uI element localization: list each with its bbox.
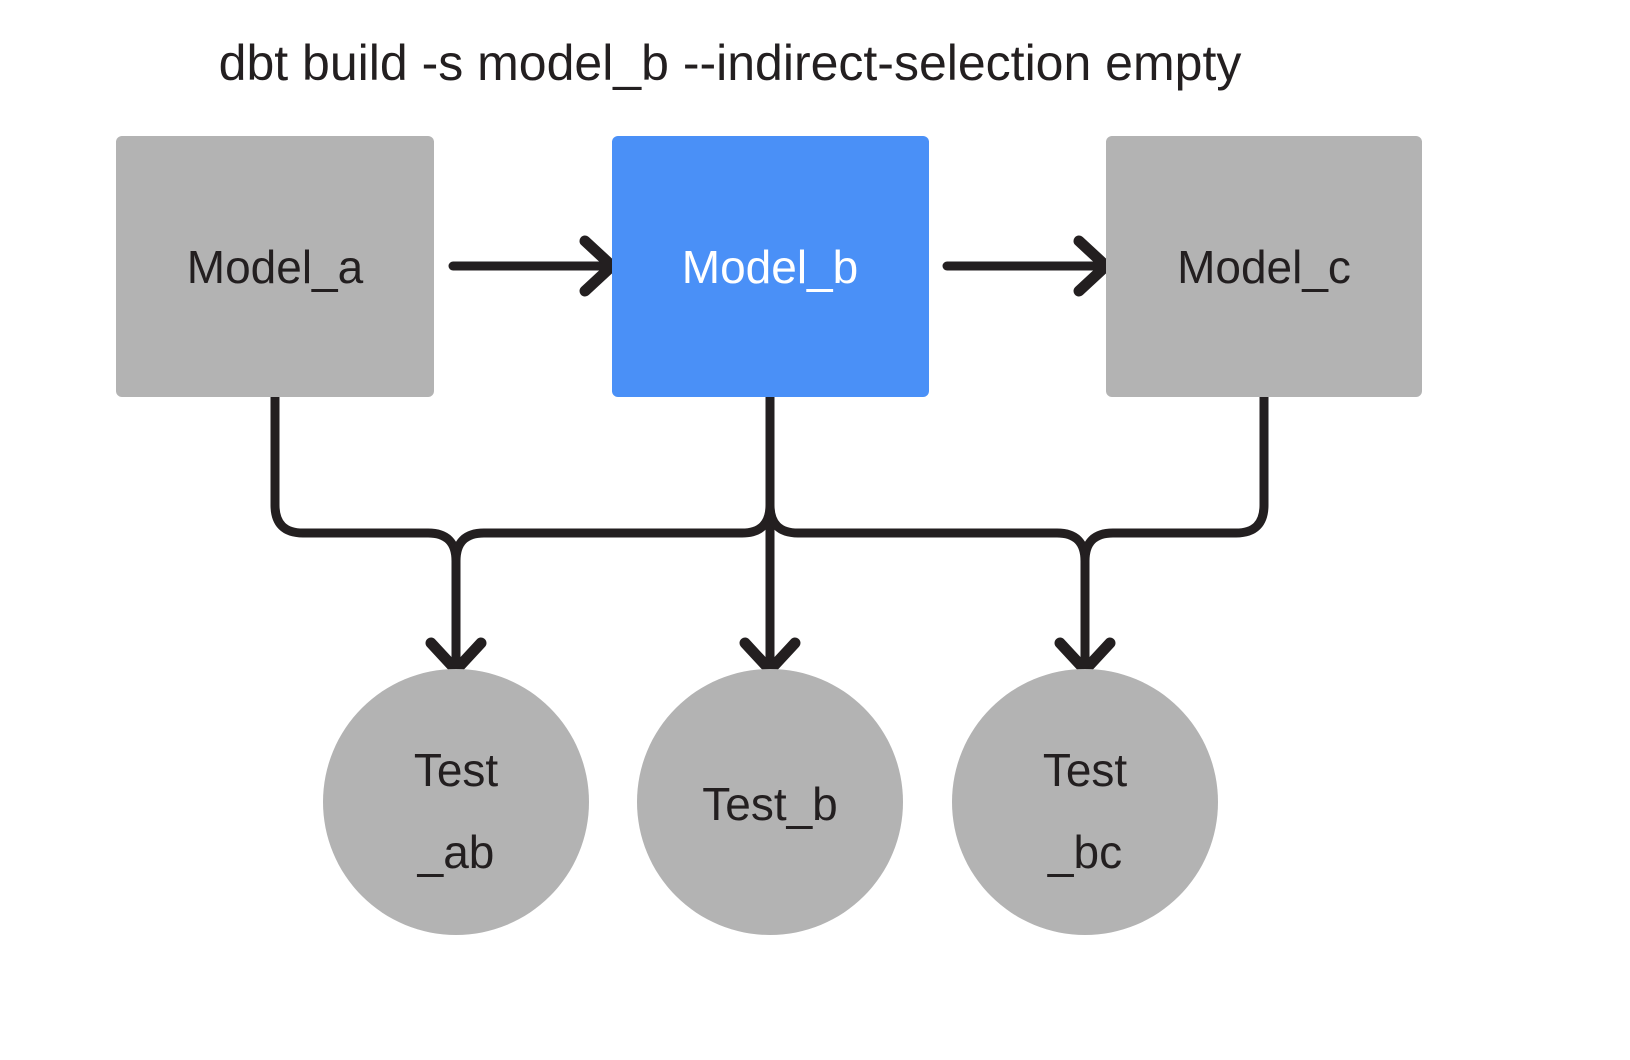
test-ab-label-line1: Test	[414, 744, 499, 796]
test-node-test-ab[interactable]: Test _ab	[323, 669, 589, 935]
edge-line	[451, 392, 775, 669]
model-c-rect[interactable]	[1106, 136, 1422, 397]
model-c-label: Model_c	[1177, 241, 1351, 293]
model-node-model-a[interactable]: Model_a	[116, 136, 434, 397]
test-bc-label-line2: _bc	[1047, 826, 1122, 878]
test-bc-circle[interactable]	[952, 669, 1218, 935]
test-node-test-bc[interactable]: Test _bc	[952, 669, 1218, 935]
edge-model-b-to-model-c	[942, 235, 1112, 297]
edge-model-a-to-test-ab	[270, 392, 487, 676]
edge-model-b-to-test-bc	[765, 392, 1116, 676]
model-node-model-b[interactable]: Model_b	[612, 136, 929, 397]
test-b-circle[interactable]	[637, 669, 903, 935]
test-ab-circle[interactable]	[323, 669, 589, 935]
model-b-label: Model_b	[682, 241, 858, 293]
edge-model-c-to-test-bc	[1080, 392, 1269, 669]
edge-line	[765, 392, 1090, 669]
diagram-title: dbt build -s model_b --indirect-selectio…	[219, 35, 1242, 91]
test-bc-label-line1: Test	[1043, 744, 1128, 796]
edge-line	[1080, 392, 1269, 669]
model-b-rect[interactable]	[612, 136, 929, 397]
test-ab-label-line2: _ab	[417, 826, 495, 878]
model-node-model-c[interactable]: Model_c	[1106, 136, 1422, 397]
test-node-test-b[interactable]: Test_b	[637, 669, 903, 935]
edge-model-a-to-model-b	[448, 235, 618, 297]
model-a-label: Model_a	[187, 241, 364, 293]
model-a-rect[interactable]	[116, 136, 434, 397]
edge-model-b-to-test-ab	[451, 392, 775, 669]
test-b-label-line1: Test_b	[702, 778, 838, 830]
edge-line	[270, 392, 461, 669]
